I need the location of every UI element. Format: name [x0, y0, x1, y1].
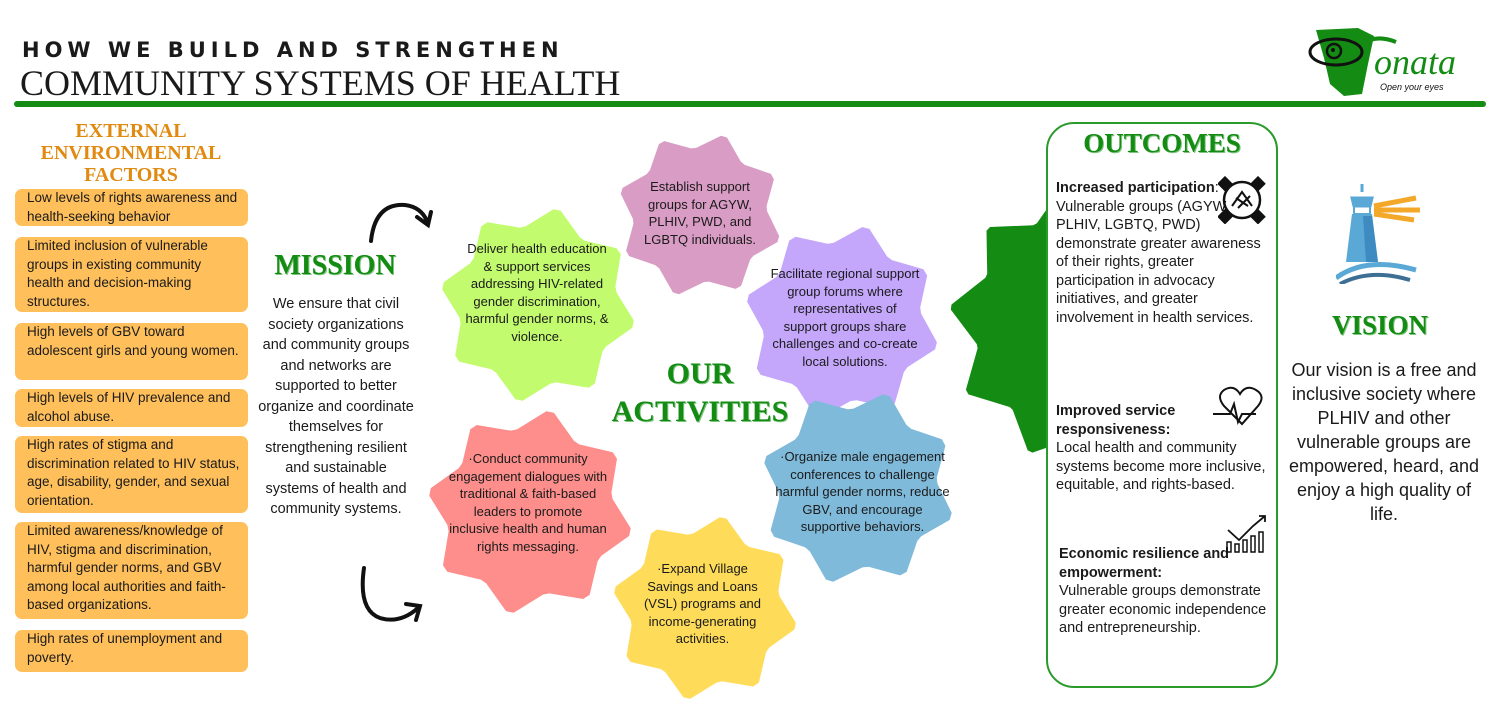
external-factors-title: EXTERNAL ENVIRONMENTAL FACTORS — [40, 120, 222, 186]
gear-health-education — [442, 209, 634, 401]
factor-item: High levels of GBV toward adolescent gir… — [15, 323, 248, 380]
vision-title: VISION — [1331, 310, 1429, 340]
outcome-heading: Increased participation — [1056, 180, 1215, 196]
mission-title: MISSION — [274, 250, 396, 281]
header-divider — [14, 101, 1486, 107]
activities-title-line1: OUR — [666, 357, 734, 390]
outcome-item: Economic resilience and empowerment: Vul… — [1059, 545, 1274, 638]
vision-text: Our vision is a free and inclusive socie… — [1288, 360, 1480, 524]
factor-item: High rates of stigma and discrimination … — [15, 436, 248, 513]
factor-item: Low levels of rights awareness and healt… — [15, 189, 248, 226]
header-kicker: HOW WE BUILD AND STRENGTHEN — [22, 38, 564, 62]
outcomes-title: OUTCOMES — [1083, 128, 1241, 158]
svg-text:onata: onata — [1374, 42, 1456, 82]
outcome-heading: Improved service responsiveness: — [1056, 403, 1176, 438]
outcome-item: Increased participation: Vulnerable grou… — [1056, 179, 1271, 327]
activity-text-male-engagement: ·Organize male engagement conferences to… — [775, 449, 950, 534]
page-title: COMMUNITY SYSTEMS OF HEALTH — [20, 63, 621, 103]
outcome-item: Improved service responsiveness: Local h… — [1056, 402, 1271, 495]
activity-text-regional-forums: Facilitate regional support group forums… — [770, 266, 920, 369]
gear-support-groups — [620, 135, 780, 295]
svg-text:Open your eyes: Open your eyes — [1380, 82, 1444, 92]
activity-text-health-education: Deliver health education & support servi… — [465, 241, 609, 344]
activities-title: OUR ACTIVITIES — [600, 355, 800, 431]
activity-text-community-dialogues: ·Conduct community engagement dialogues … — [448, 451, 608, 554]
outcome-heading: Economic resilience and empowerment: — [1059, 546, 1230, 581]
gear-regional-forums — [747, 227, 937, 417]
activity-text-support-groups: Establish support groups for AGYW, PLHIV… — [644, 179, 756, 247]
gear-male-engagement — [764, 394, 952, 582]
growth-chart-icon — [1226, 515, 1266, 553]
curved-arrow-icon — [369, 202, 433, 243]
lighthouse-icon — [1336, 184, 1420, 284]
gear-vsl — [614, 517, 796, 699]
outcome-sep: : — [1214, 180, 1219, 196]
mission-text: We ensure that civil society organizatio… — [258, 296, 414, 517]
outcomes-panel — [1046, 122, 1278, 688]
factor-item: Limited awareness/knowledge of HIV, stig… — [15, 522, 248, 619]
heartbeat-icon — [1213, 386, 1263, 426]
outcome-text: Vulnerable groups demonstrate greater ec… — [1059, 583, 1267, 636]
activity-text-vsl: ·Expand Village Savings and Loans (VSL) … — [643, 561, 762, 646]
curved-arrow-icon — [360, 566, 423, 622]
outcome-text: Local health and community systems becom… — [1056, 440, 1266, 493]
factor-item: High rates of unemployment and poverty. — [15, 630, 248, 672]
gear-community-dialogues — [429, 411, 631, 613]
tonata-logo: onata Open your eyes — [1308, 28, 1456, 96]
factor-item: High levels of HIV prevalence and alcoho… — [15, 389, 248, 427]
handshake-icon — [1218, 176, 1266, 224]
activities-title-line2: ACTIVITIES — [611, 395, 789, 428]
outcome-text: Vulnerable groups (AGYW, PLHIV, LGBTQ, P… — [1056, 198, 1261, 326]
factor-item: Limited inclusion of vulnerable groups i… — [15, 237, 248, 312]
